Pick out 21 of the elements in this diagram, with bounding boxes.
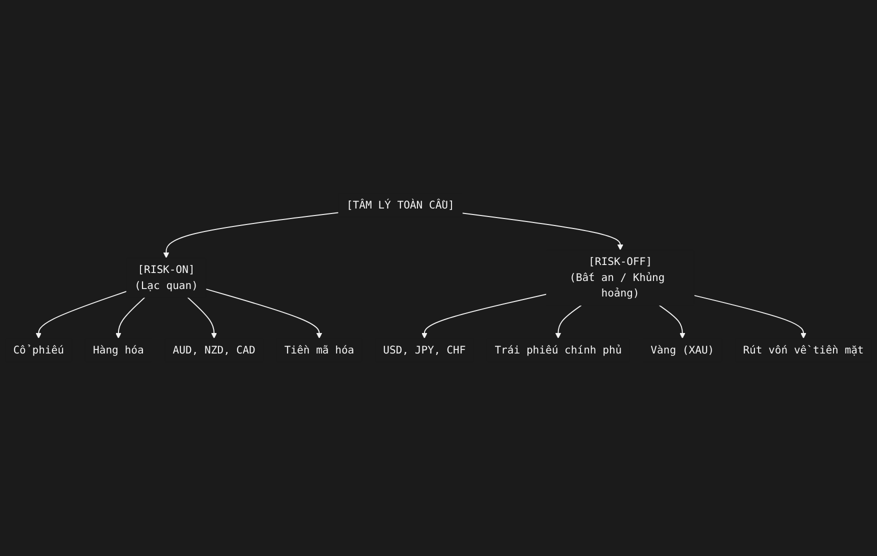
node-text: [TÂM LÝ TOÀN CẦU]	[346, 198, 454, 212]
arrow	[36, 291, 128, 339]
arrow	[694, 295, 806, 339]
node-text: [RISK-ON] (Lạc quan)	[134, 263, 198, 292]
arrow	[187, 297, 217, 339]
node-text: Trái phiếu chính phủ	[494, 344, 622, 356]
node-text: AUD, NZD, CAD	[172, 344, 256, 356]
arrow	[205, 288, 322, 339]
node-text: Vàng (XAU)	[650, 344, 714, 356]
arrow	[462, 212, 624, 251]
node-text: [RISK-OFF] (Bất an / Khủng hoảng)	[570, 256, 665, 300]
node-text: Tiền mã hóa	[284, 344, 354, 356]
node-text: USD, JPY, CHF	[383, 344, 466, 356]
arrow	[422, 294, 547, 339]
node-text: Cổ phiếu	[13, 344, 64, 356]
arrow	[116, 297, 146, 339]
node-text: Rút vốn về tiền mặt	[743, 344, 864, 356]
arrow	[658, 305, 686, 339]
arrow	[163, 212, 340, 258]
arrow	[555, 305, 582, 339]
node-text: Hàng hóa	[93, 344, 144, 356]
